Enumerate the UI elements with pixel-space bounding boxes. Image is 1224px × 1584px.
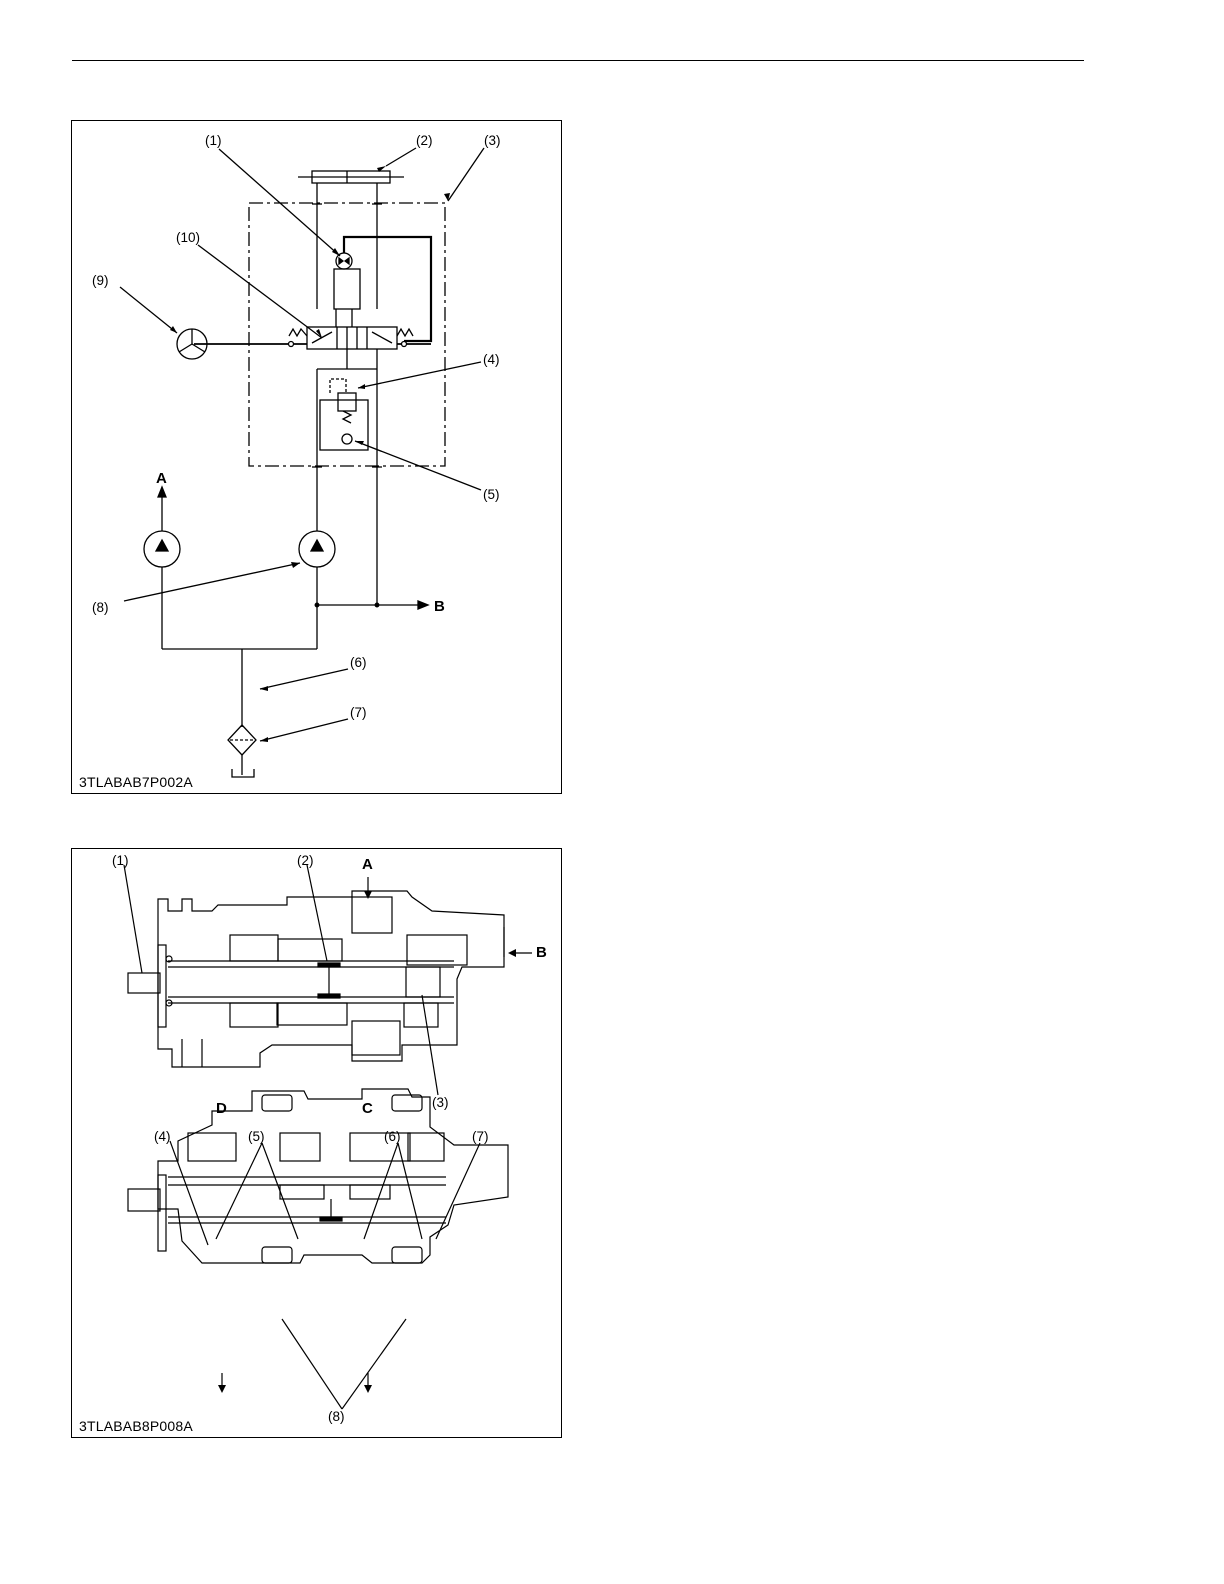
fig2-port-a: A [362, 856, 373, 873]
port-b: B [434, 598, 445, 615]
fig2-callout-4: (4) [154, 1129, 171, 1144]
relief-valve [338, 393, 356, 411]
oil-tank [232, 769, 254, 777]
fig2-callout-3: (3) [432, 1095, 449, 1110]
fig2-callout-2: (2) [297, 853, 314, 868]
fig2-port-c: C [362, 1100, 373, 1117]
callout-1: (1) [205, 133, 222, 148]
callout-3: (3) [484, 133, 501, 148]
hydraulic-circuit-figure: (1) (2) (3) (10) (9) (4) (5) (8) (6) (7)… [71, 120, 562, 794]
fig2-callout-7: (7) [472, 1129, 489, 1144]
piston-4 [188, 1133, 236, 1161]
upper-valve-body [158, 891, 504, 1067]
fig2-callout-8: (8) [328, 1409, 345, 1424]
fig2-callout-5: (5) [248, 1129, 265, 1144]
fig2-callout-6: (6) [384, 1129, 401, 1144]
callout-10: (10) [176, 230, 200, 245]
check-valve-icon [342, 434, 352, 444]
valve-section-drawing: (1) (2) (3) (4) (5) (6) (7) (8) A B C D [72, 849, 561, 1437]
port-a: A [156, 470, 167, 487]
fig2-port-b: B [536, 944, 547, 961]
fig2-callout-1: (1) [112, 853, 129, 868]
figure-code: 3TLABAB8P008A [79, 1418, 193, 1434]
valve-section-figure: (1) (2) (3) (4) (5) (6) (7) (8) A B C D … [71, 848, 562, 1438]
callout-2: (2) [416, 133, 433, 148]
callout-6: (6) [350, 655, 367, 670]
lower-shaft [128, 1189, 160, 1211]
header-rule [72, 60, 1084, 61]
callout-9: (9) [92, 273, 109, 288]
fig2-port-d: D [216, 1100, 227, 1117]
callout-7: (7) [350, 705, 367, 720]
callout-5: (5) [483, 487, 500, 502]
lower-valve-body [158, 1089, 508, 1263]
hydraulic-circuit-diagram: (1) (2) (3) (10) (9) (4) (5) (8) (6) (7)… [72, 121, 561, 793]
callout-4: (4) [483, 352, 500, 367]
piston-7 [408, 1133, 444, 1161]
pin [318, 963, 340, 967]
callout-8: (8) [92, 600, 109, 615]
figure-code: 3TLABAB7P002A [79, 774, 193, 790]
input-shaft [128, 973, 160, 993]
